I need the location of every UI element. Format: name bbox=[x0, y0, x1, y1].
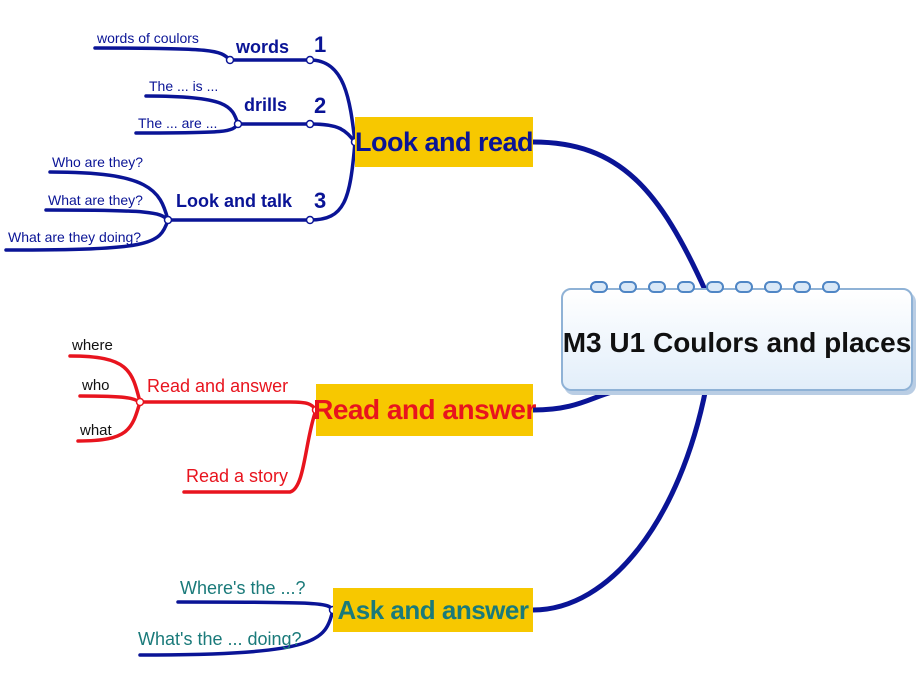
branch-look-and-read-label: Look and read bbox=[354, 126, 534, 157]
node-dot bbox=[163, 215, 173, 225]
number-3: 3 bbox=[314, 188, 326, 213]
link-whats-the-doing bbox=[138, 608, 335, 657]
leaf-the-is: The ... is ... bbox=[149, 78, 218, 94]
node-dot bbox=[233, 119, 243, 129]
node-dot bbox=[305, 215, 315, 225]
leaf-wheres-the: Where's the ...? bbox=[180, 578, 306, 598]
binder-ring-icon bbox=[706, 281, 724, 293]
branch-read-and-answer: Read and answer bbox=[313, 384, 536, 436]
binder-ring-icon bbox=[793, 281, 811, 293]
leaf-where: where bbox=[71, 337, 113, 354]
link-drills bbox=[236, 122, 357, 144]
binder-ring-icon bbox=[822, 281, 840, 293]
central-topic: M3 U1 Coulors and places bbox=[561, 288, 913, 391]
leaf-whats-the-doing: What's the ... doing? bbox=[138, 629, 302, 649]
connector-look-and-read bbox=[530, 139, 709, 295]
node-dot bbox=[305, 119, 315, 129]
link-words-of-coulors bbox=[93, 46, 232, 62]
link-who-are-they bbox=[48, 170, 170, 222]
leaf-what: what bbox=[79, 422, 113, 439]
binder-ring-icon bbox=[735, 281, 753, 293]
link-where bbox=[68, 354, 142, 404]
link-what-are-they-doing bbox=[4, 218, 170, 252]
binder-ring-icon bbox=[648, 281, 666, 293]
branch-look-and-read: Look and read bbox=[354, 117, 534, 167]
link-read-a-story bbox=[182, 408, 318, 494]
binder-ring-icon bbox=[764, 281, 782, 293]
binder-ring-icon bbox=[677, 281, 695, 293]
link-wheres-the bbox=[176, 600, 335, 612]
binder-rings bbox=[590, 281, 840, 293]
link-read-and-answer-sub bbox=[138, 400, 318, 412]
sub-label-words: words bbox=[235, 37, 289, 57]
link-the-is bbox=[144, 94, 240, 126]
node-dot bbox=[305, 55, 315, 65]
binder-ring-icon bbox=[619, 281, 637, 293]
sub-label-read-and-answer: Read and answer bbox=[147, 376, 288, 396]
branch-ask-and-answer: Ask and answer bbox=[333, 588, 533, 632]
link-what-are-they bbox=[44, 208, 170, 222]
leaf-words-of-coulors: words of coulors bbox=[96, 30, 199, 46]
leaf-who: who bbox=[81, 377, 110, 394]
connector-read-and-answer bbox=[530, 389, 615, 413]
number-2: 2 bbox=[314, 93, 326, 118]
node-dot bbox=[225, 55, 235, 65]
sub-label-drills: drills bbox=[244, 95, 287, 115]
leaf-who-are-they: Who are they? bbox=[52, 154, 143, 170]
leaf-what-are-they: What are they? bbox=[48, 192, 143, 208]
branch-ask-and-answer-label: Ask and answer bbox=[337, 594, 529, 625]
sub-label-look-and-talk: Look and talk bbox=[176, 191, 293, 211]
branch-read-and-answer-label: Read and answer bbox=[313, 394, 536, 425]
leaf-the-are: The ... are ... bbox=[138, 115, 217, 131]
node-dot bbox=[135, 397, 145, 407]
central-topic-label: M3 U1 Coulors and places bbox=[562, 326, 912, 358]
connector-ask-and-answer bbox=[530, 385, 709, 613]
leaf-what-are-they-doing: What are they doing? bbox=[8, 229, 141, 245]
sub-label-read-a-story: Read a story bbox=[186, 466, 288, 486]
number-1: 1 bbox=[314, 32, 326, 57]
link-who bbox=[78, 394, 142, 404]
link-what bbox=[76, 400, 142, 443]
binder-ring-icon bbox=[590, 281, 608, 293]
